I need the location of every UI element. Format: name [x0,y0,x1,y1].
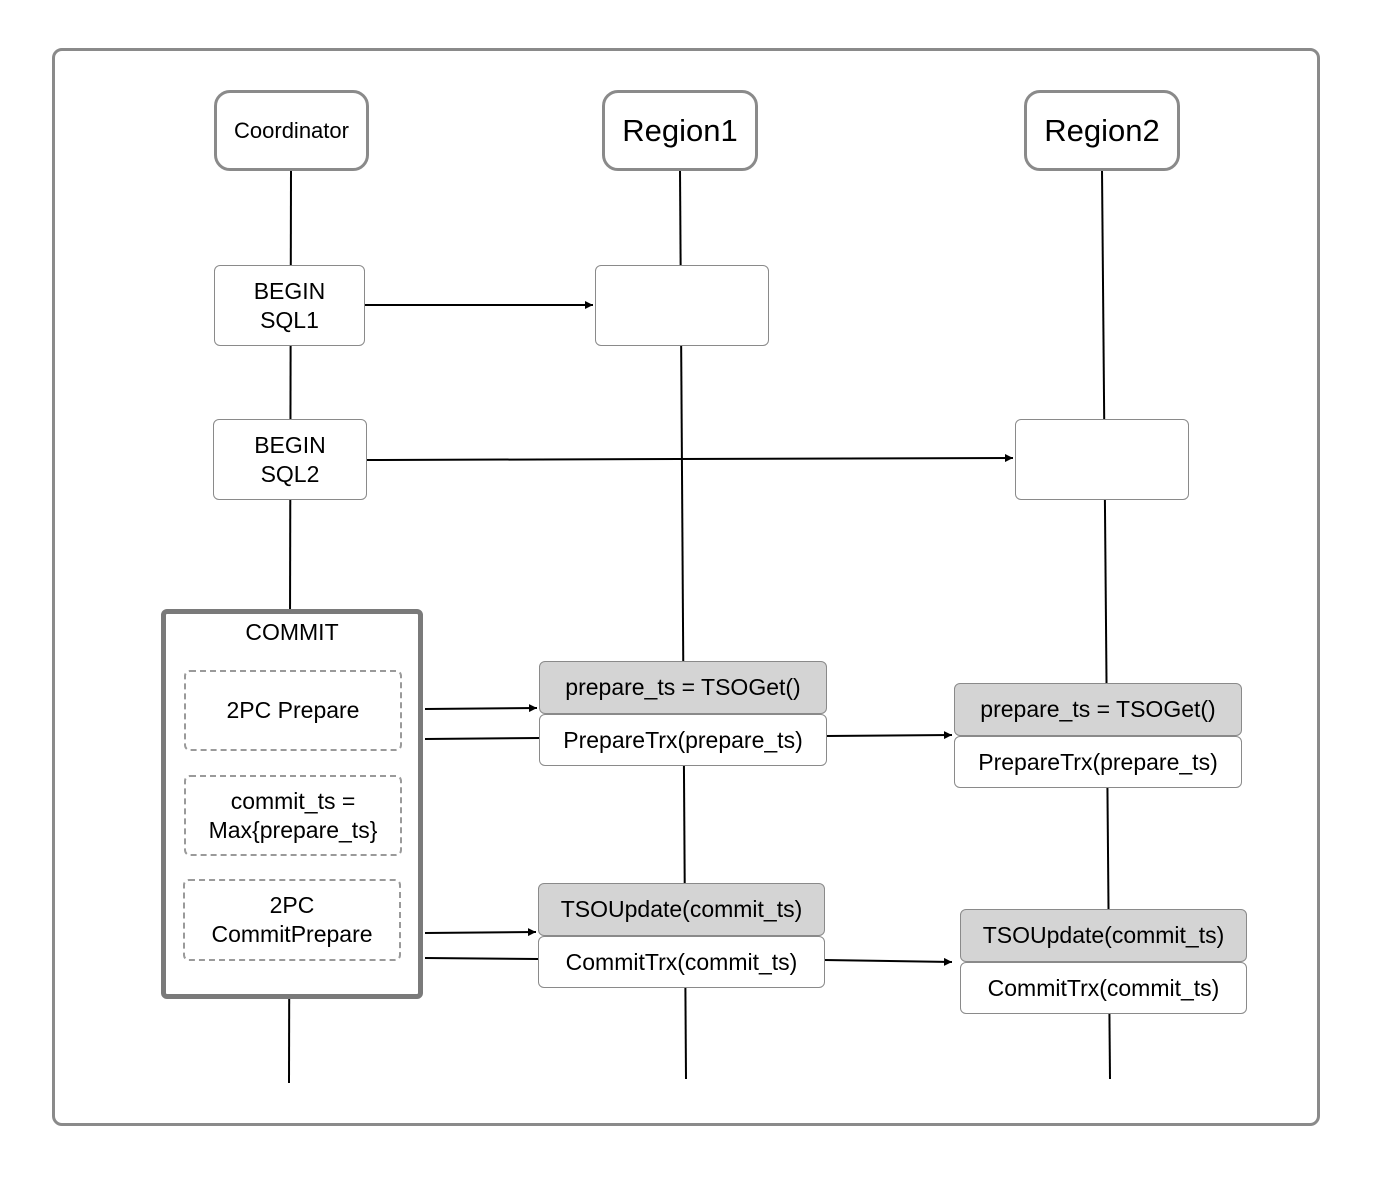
diagram-frame [52,48,1320,1126]
region1-prepare-tso-label: prepare_ts = TSOGet() [565,674,801,700]
region1-prepare-trx-label: PrepareTrx(prepare_ts) [563,726,803,753]
commit-prepare-2pc-step: 2PC CommitPrepare [183,879,401,961]
begin-sql1-box: BEGIN SQL1 [214,265,365,346]
region1-sql1-box [595,265,769,346]
commit-ts-step: commit_ts = Max{prepare_ts} [184,775,402,856]
region2-prepare-tso: prepare_ts = TSOGet() [954,683,1242,736]
coordinator-label: Coordinator [234,117,349,143]
region2-tso-update: TSOUpdate(commit_ts) [960,909,1247,962]
region2-header: Region2 [1024,90,1180,171]
begin-sql1-label: BEGIN SQL1 [253,277,326,333]
region1-commit-trx: CommitTrx(commit_ts) [538,936,825,988]
region1-prepare-tso: prepare_ts = TSOGet() [539,661,827,714]
region2-prepare-trx: PrepareTrx(prepare_ts) [954,736,1242,788]
region2-tso-update-label: TSOUpdate(commit_ts) [982,922,1225,948]
region2-prepare-trx-label: PrepareTrx(prepare_ts) [978,748,1218,775]
prepare-arrow-region1 [424,704,538,713]
commit-prepare-2pc-label: 2PC CommitPrepare [211,892,373,947]
commit-arrow-region2 [823,957,953,966]
sql2-arrow [366,454,1014,463]
region1-tso-update: TSOUpdate(commit_ts) [538,883,825,936]
commit-arrow-region1 [424,928,537,937]
commit-ts-label: commit_ts = Max{prepare_ts} [208,787,378,843]
commit-return-region1 [424,957,539,960]
coordinator-header: Coordinator [214,90,369,171]
region2-commit-trx-label: CommitTrx(commit_ts) [987,974,1220,1001]
region2-label: Region2 [1044,112,1160,148]
region1-tso-update-label: TSOUpdate(commit_ts) [560,896,803,922]
region1-label: Region1 [622,112,738,148]
region1-prepare-trx: PrepareTrx(prepare_ts) [539,714,827,766]
prepare-2pc-step: 2PC Prepare [184,670,402,751]
begin-sql2-box: BEGIN SQL2 [213,419,367,500]
begin-sql2-label: BEGIN SQL2 [254,431,326,487]
region2-prepare-tso-label: prepare_ts = TSOGet() [980,696,1216,722]
commit-title: COMMIT [245,619,339,645]
region2-commit-trx: CommitTrx(commit_ts) [960,962,1247,1014]
prepare-return-region1 [424,737,541,740]
region1-header: Region1 [602,90,758,171]
region2-sql2-box [1015,419,1189,500]
prepare-arrow-region2 [825,731,953,740]
prepare-2pc-label: 2PC Prepare [226,697,360,723]
region1-commit-trx-label: CommitTrx(commit_ts) [565,948,798,975]
